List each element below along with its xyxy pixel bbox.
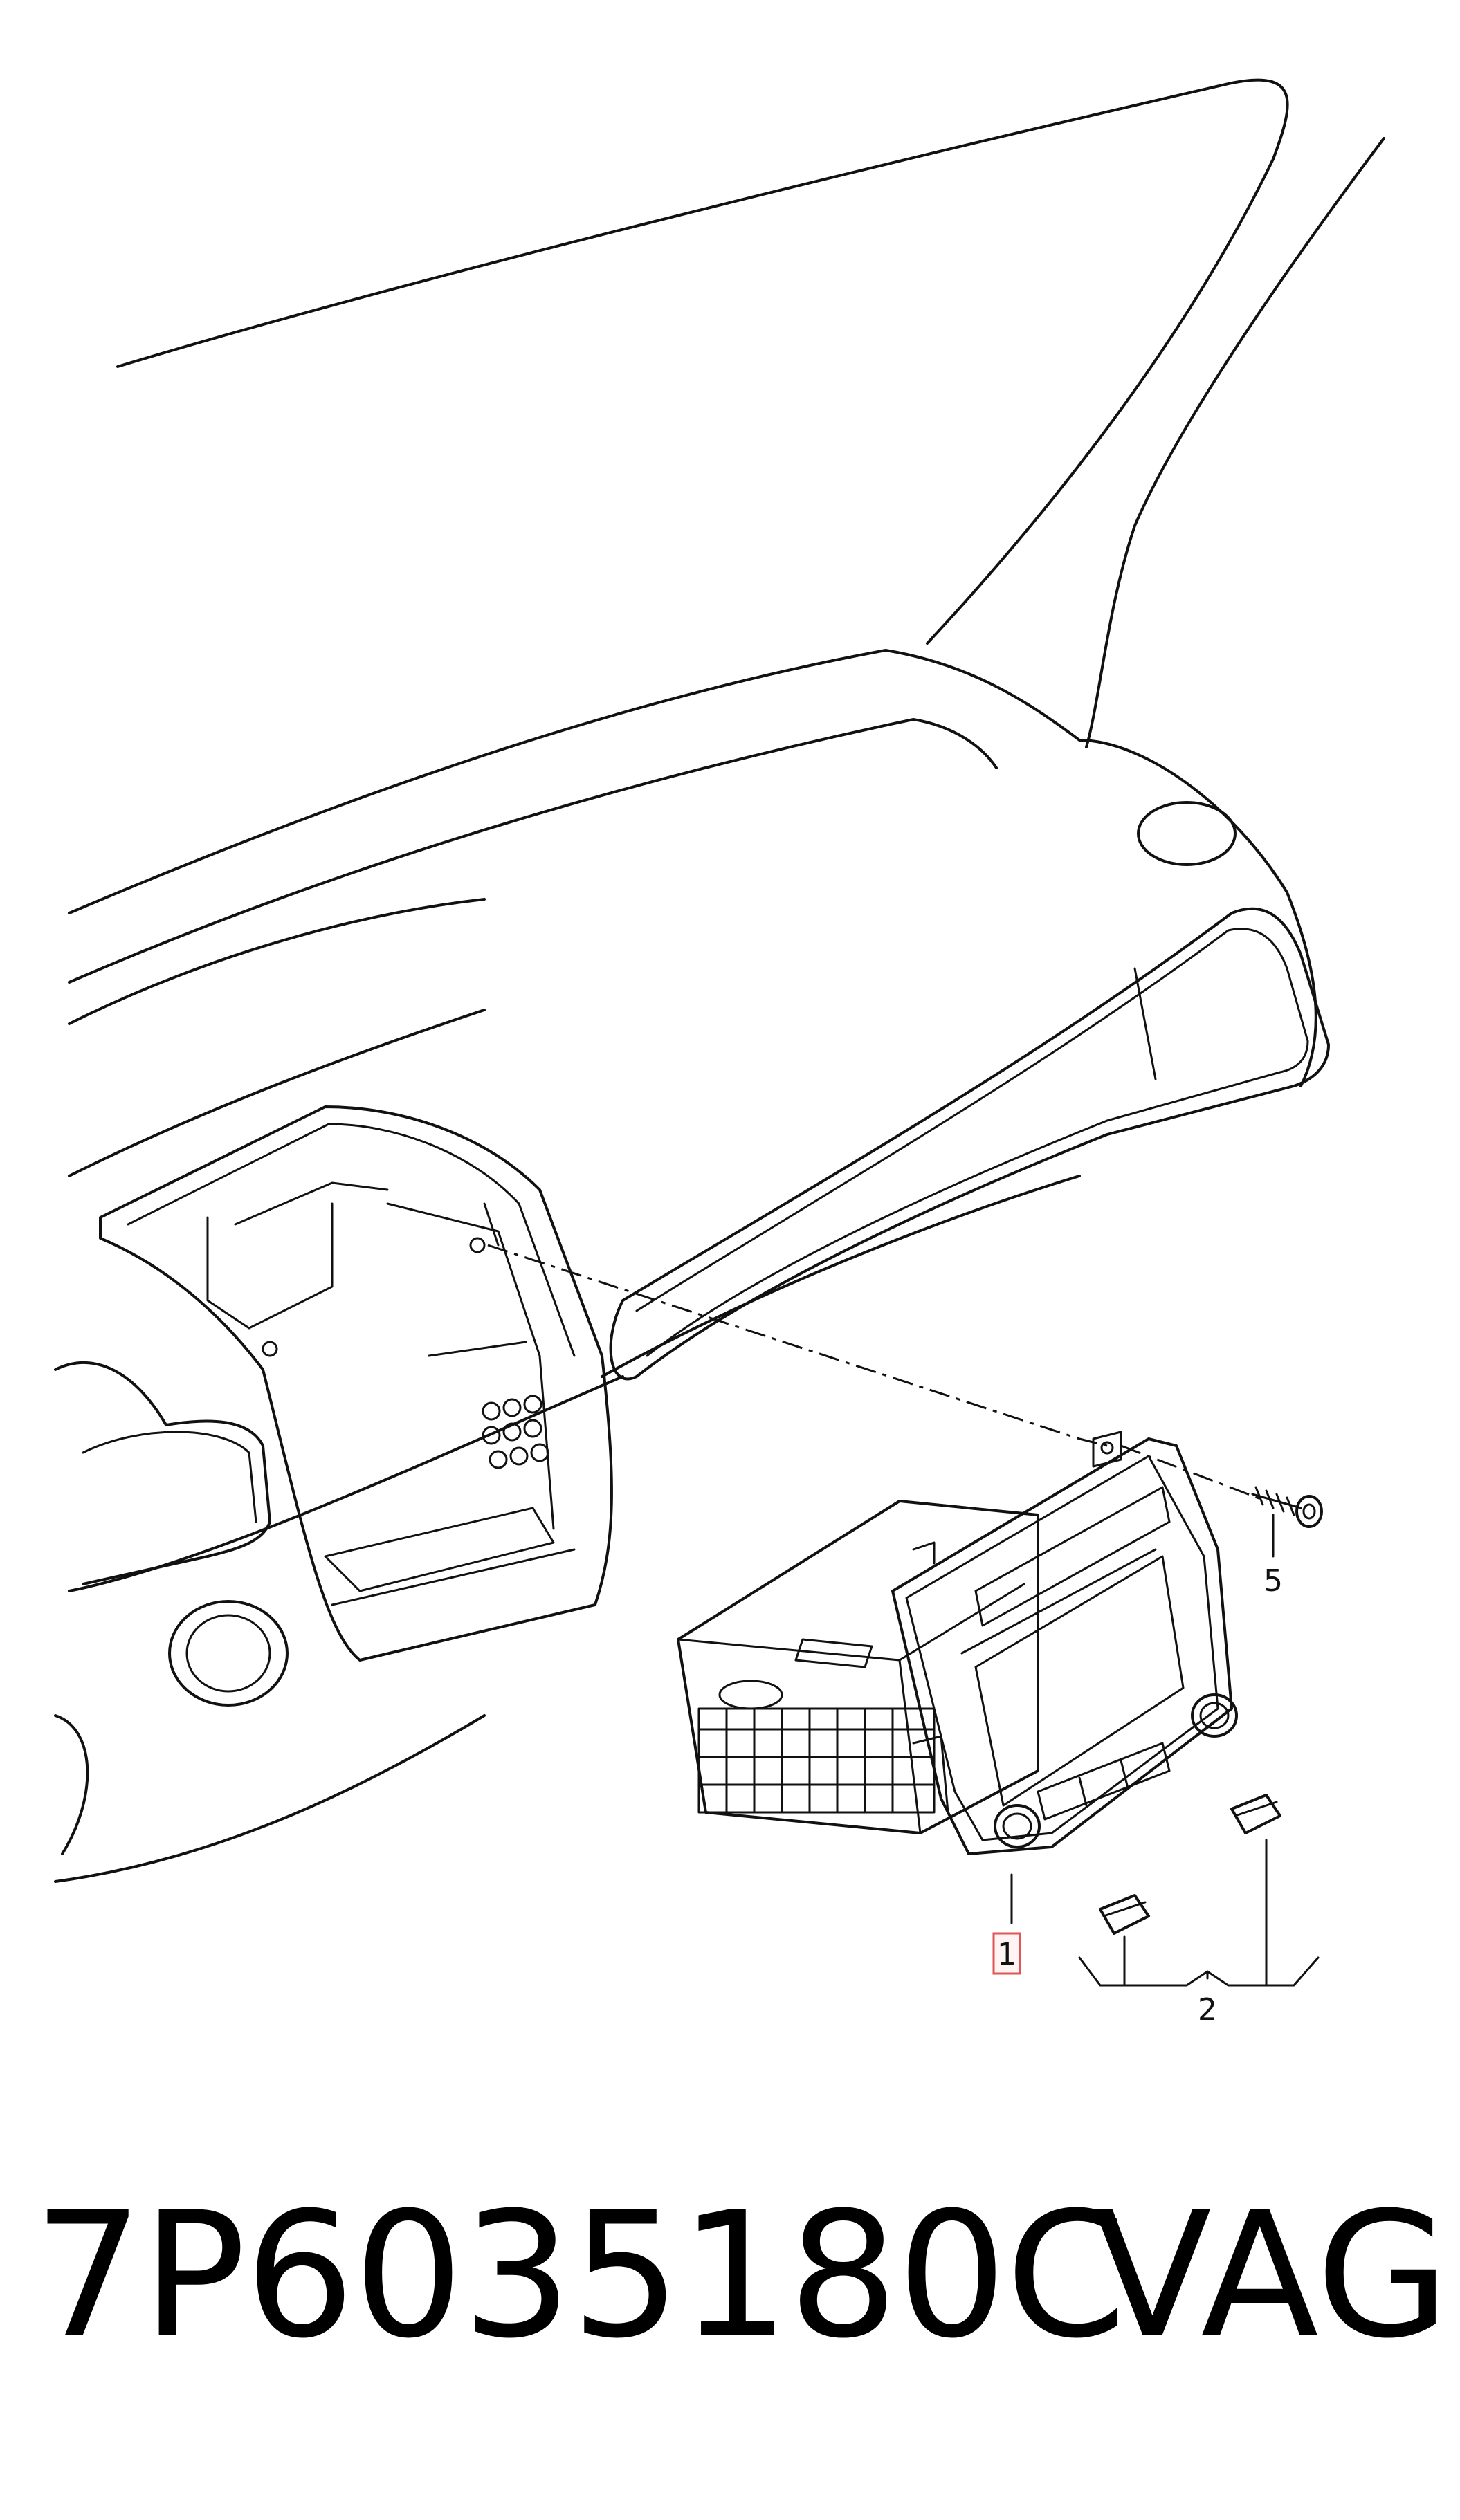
- dashboard-outline: [68, 649, 1330, 1592]
- callout-5: 5: [1263, 1563, 1283, 1599]
- mounting-leader-line: [487, 1244, 1108, 1447]
- connector-block: [697, 1638, 936, 1814]
- windshield-outline: [116, 78, 1385, 748]
- callout-1-highlight: [992, 1932, 1021, 1975]
- button-caps: [1099, 1794, 1281, 1935]
- part-number: 7P6035180C: [33, 2175, 1126, 2376]
- screw: [1251, 1486, 1323, 1528]
- screw-leader-line: [1120, 1444, 1267, 1502]
- left-dash-details: [54, 1361, 486, 1883]
- vent-grid: [482, 1395, 549, 1469]
- callout-2: 2: [1198, 1992, 1217, 2027]
- radio-unit: [677, 1431, 1238, 1855]
- callout-leaders: [1010, 1514, 1320, 1987]
- radio-cavity: [99, 1105, 613, 1662]
- brand-label: VAG: [1093, 2175, 1450, 2376]
- callout-1: 1: [997, 1937, 1016, 1972]
